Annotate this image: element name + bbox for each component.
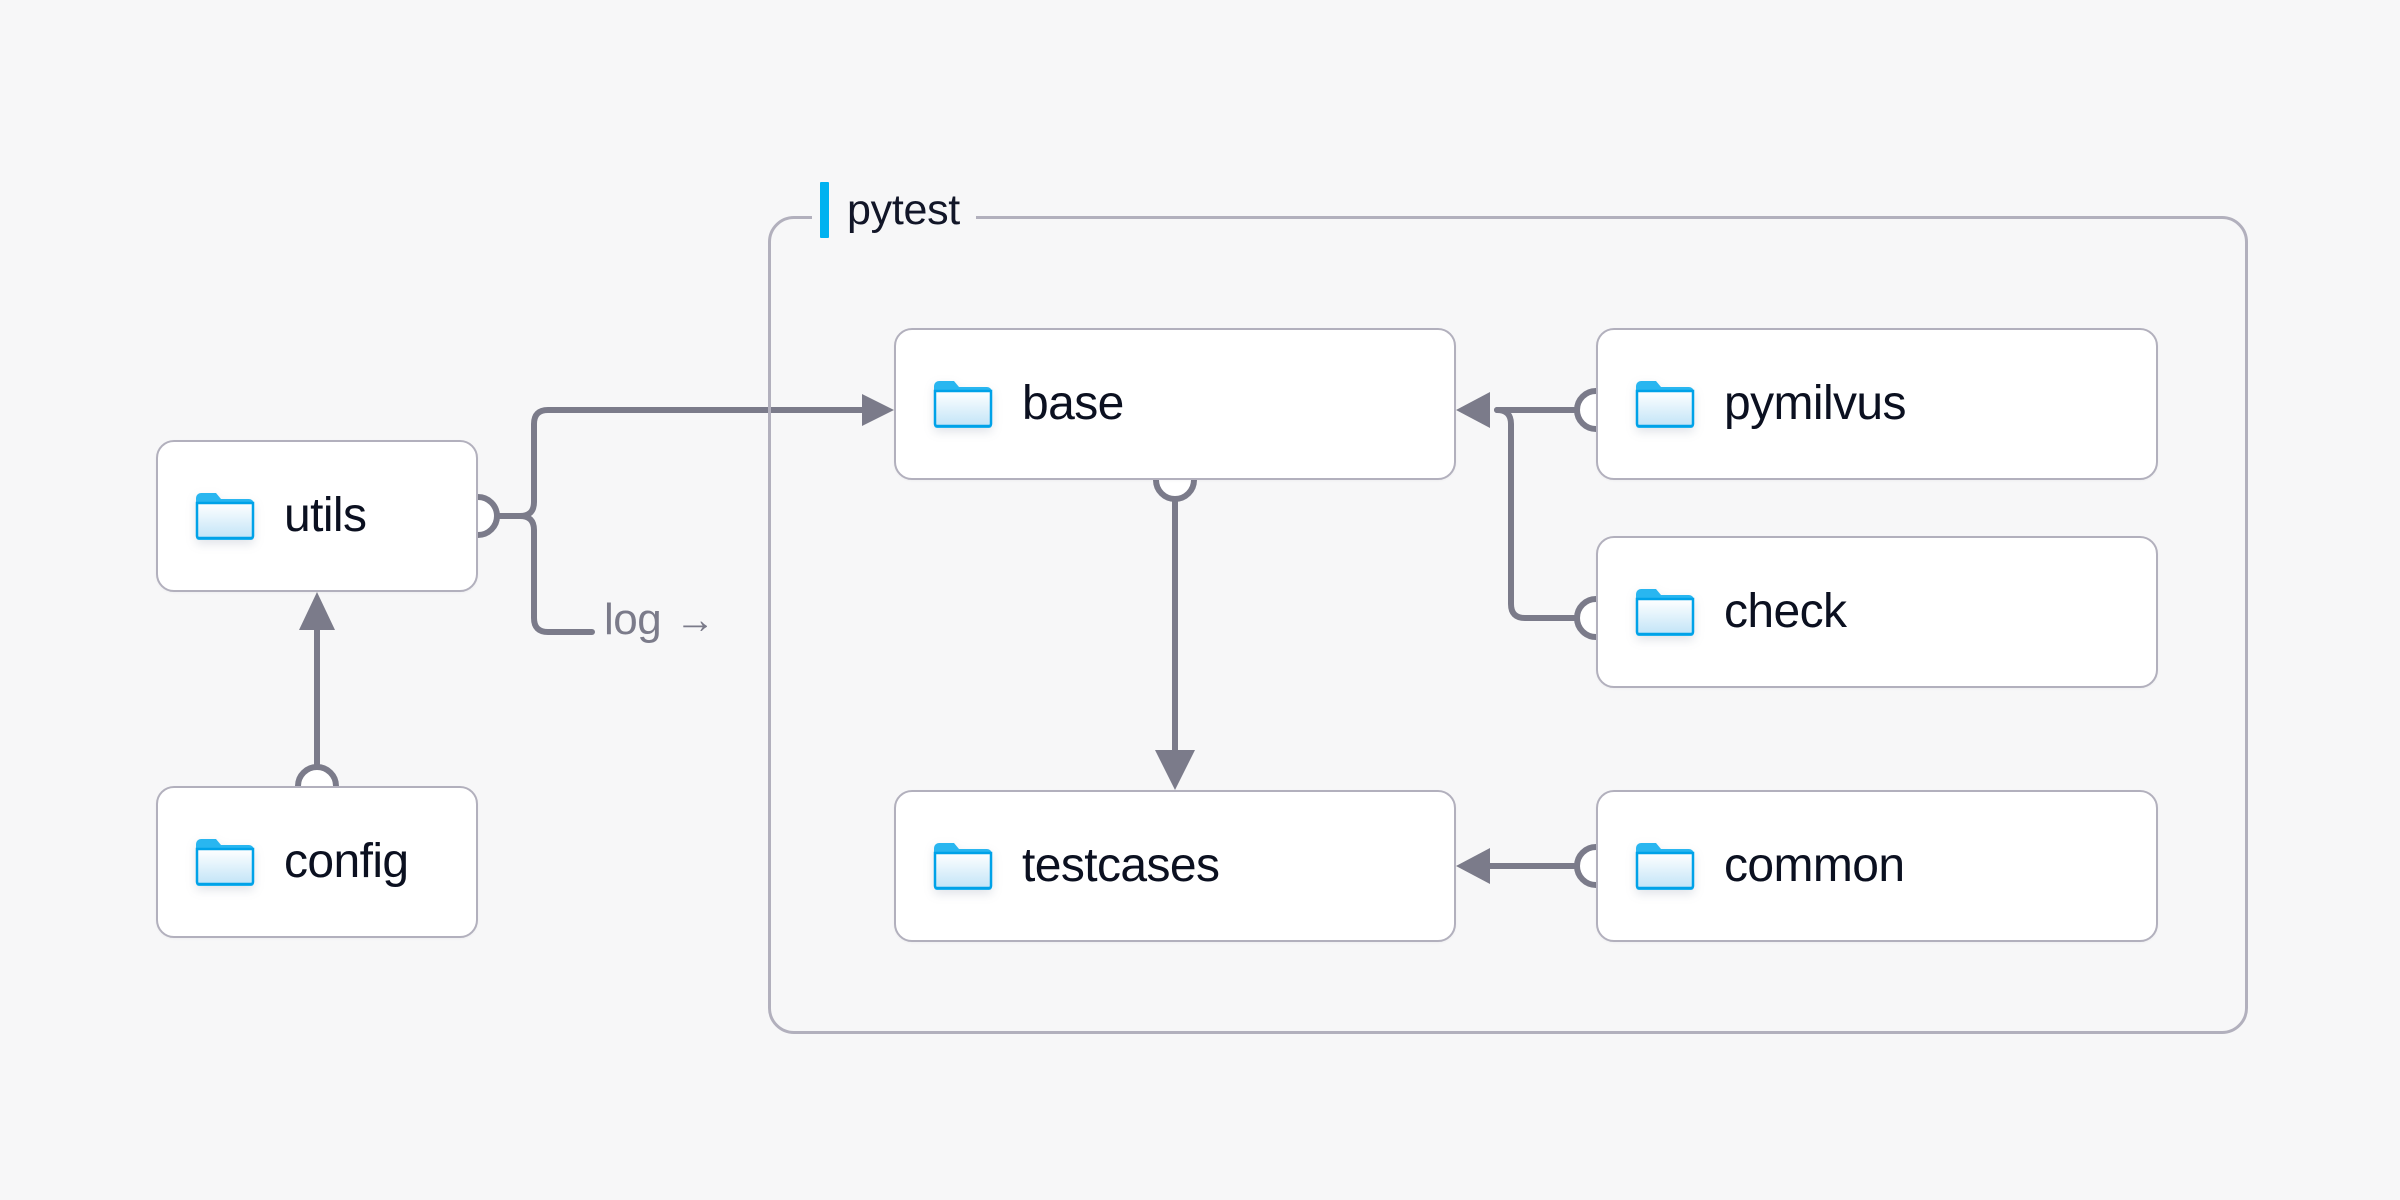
- edge-config-utils: [295, 592, 339, 808]
- node-label: check: [1724, 585, 1847, 638]
- node-base[interactable]: base: [894, 328, 1456, 480]
- node-label: config: [284, 835, 409, 888]
- folder-icon: [195, 493, 255, 540]
- folder-icon: [195, 839, 255, 886]
- node-label: base: [1022, 377, 1124, 430]
- folder-icon: [1635, 843, 1695, 890]
- folder-icon: [933, 381, 993, 428]
- node-common[interactable]: common: [1596, 790, 2158, 942]
- node-label: testcases: [1022, 839, 1220, 892]
- folder-icon: [1635, 589, 1695, 636]
- folder-icon: [933, 843, 993, 890]
- edge-label-log: log →: [604, 598, 715, 642]
- group-title: pytest: [847, 185, 960, 234]
- node-label: pymilvus: [1724, 377, 1907, 430]
- node-pymilvus[interactable]: pymilvus: [1596, 328, 2158, 480]
- arrow-right-icon: →: [675, 598, 715, 642]
- node-check[interactable]: check: [1596, 536, 2158, 688]
- edge-label-log-text: log: [604, 595, 662, 644]
- node-config[interactable]: config: [156, 786, 478, 938]
- node-testcases[interactable]: testcases: [894, 790, 1456, 942]
- node-label: utils: [284, 489, 367, 542]
- node-utils[interactable]: utils: [156, 440, 478, 592]
- vertical-bar-accent-icon: [820, 182, 829, 238]
- edge-utils-log: [497, 513, 595, 635]
- group-container-pytest[interactable]: [768, 216, 2248, 1034]
- folder-icon: [1635, 381, 1695, 428]
- group-label-pytest: pytest: [812, 178, 976, 242]
- node-label: common: [1724, 839, 1905, 892]
